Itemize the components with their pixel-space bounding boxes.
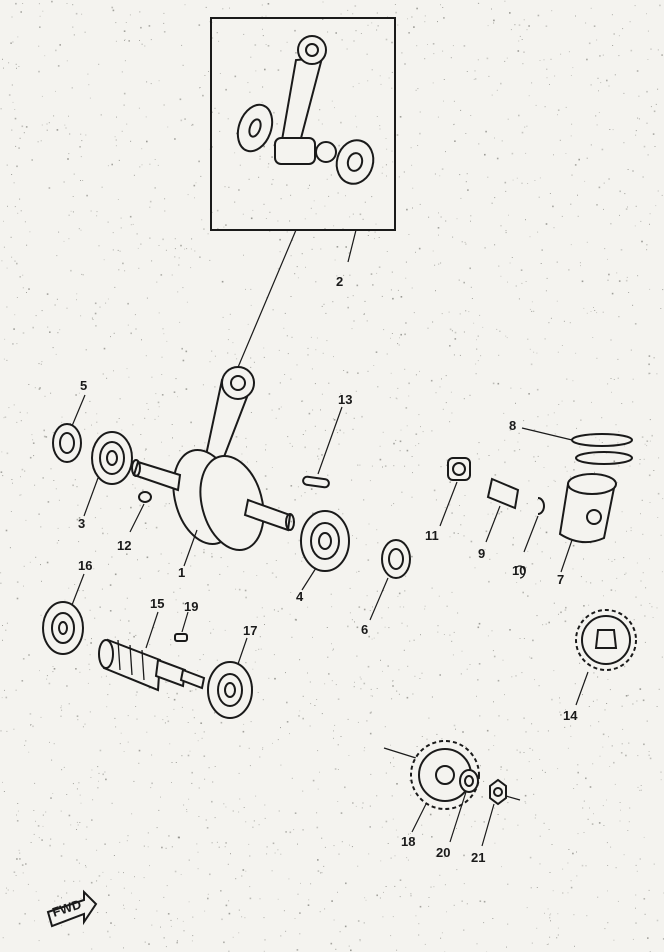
callout-8: 8 [509,418,516,433]
callout-4: 4 [296,589,304,604]
callout-18: 18 [401,834,415,849]
inset-connecting-rod-kit [210,17,396,231]
bearing-balancer-right [207,661,253,719]
callout-12: 12 [117,538,131,553]
callout-6: 6 [361,622,368,637]
callout-5: 5 [80,378,87,393]
bearing-balancer-left [42,601,84,655]
locating-pin [302,475,330,489]
forward-arrow-icon: FWD [46,889,98,928]
piston [558,473,617,544]
primary-drive-gear [575,609,637,671]
piston-pin [486,477,520,510]
callout-13: 13 [338,392,352,407]
oil-seal-left [52,423,82,463]
callout-labels: 1 2 3 4 5 6 7 8 9 10 11 12 13 14 15 16 1… [71,274,589,865]
callout-9: 9 [478,546,485,561]
callout-17: 17 [243,623,257,638]
balancer-key [174,633,188,642]
callout-19: 19 [184,599,198,614]
piston-pin-clip [537,497,545,515]
lock-washer [459,769,479,793]
callout-20: 20 [436,845,450,860]
callout-3: 3 [78,516,85,531]
callout-14: 14 [563,708,578,723]
callout-10: 10 [512,563,526,578]
bearing-left [91,431,133,485]
crankshaft [131,366,295,552]
small-end-bearing [447,457,471,481]
callout-2: 2 [336,274,343,289]
piston-rings [571,433,633,465]
callout-15: 15 [150,596,164,611]
callout-16: 16 [78,558,92,573]
gear-nut [489,778,521,806]
callout-1: 1 [178,565,185,580]
woodruff-key [138,491,152,503]
callout-21: 21 [471,850,485,865]
callout-11: 11 [425,528,439,543]
callout-7: 7 [557,572,564,587]
oil-seal-right [381,539,411,579]
inset-frame [210,17,396,231]
bearing-right [300,510,350,572]
balancer-shaft [98,638,206,692]
